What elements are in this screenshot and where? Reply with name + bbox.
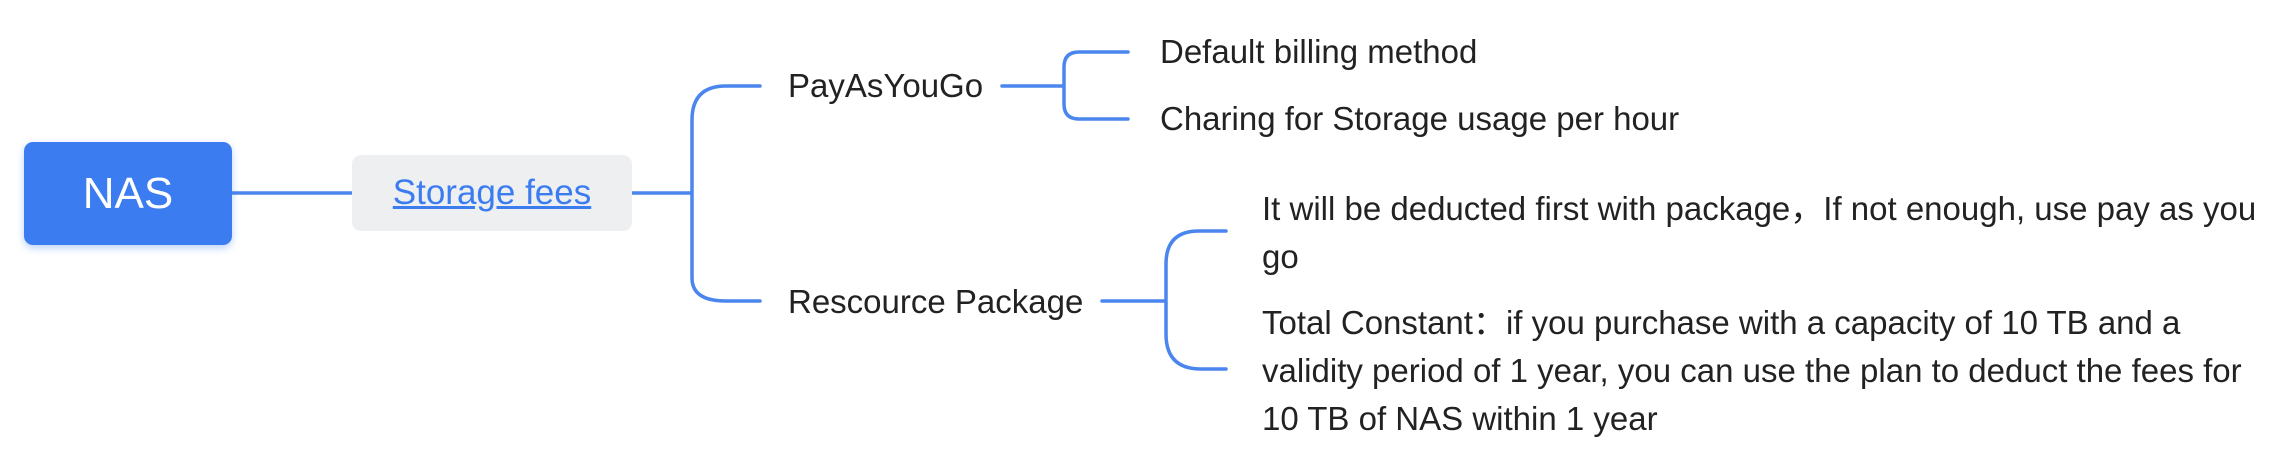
- node-payasyougo: PayAsYouGo: [788, 67, 984, 104]
- node-package-deduction: It will be deducted first with package，I…: [1262, 190, 2257, 275]
- storage-fees-link[interactable]: Storage fees: [392, 173, 592, 212]
- root-node-nas[interactable]: NAS: [24, 142, 232, 245]
- node-default-billing-method: Default billing method: [1160, 33, 1478, 70]
- node-total-constant: Total Constant：if you purchase with a ca…: [1262, 304, 2242, 437]
- root-node-label: NAS: [82, 168, 174, 218]
- node-storage-fees[interactable]: Storage fees: [352, 155, 632, 231]
- connector-payasyougo-to-details: [1000, 50, 1130, 121]
- node-charging-per-hour: Charing for Storage usage per hour: [1160, 100, 1680, 137]
- node-resource-package: Rescource Package: [788, 283, 1084, 320]
- connector-package-to-details: [1100, 229, 1228, 371]
- connector-storage-fees-to-branches: [630, 84, 762, 303]
